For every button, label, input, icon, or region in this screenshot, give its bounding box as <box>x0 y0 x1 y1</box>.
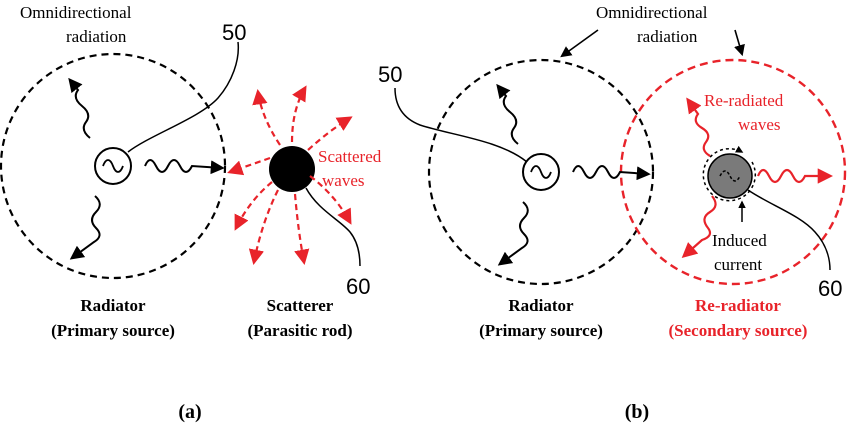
reradiator-title: Re-radiator <box>695 296 781 315</box>
wave-arrow-up <box>496 83 519 145</box>
induced-current-loop <box>702 145 757 202</box>
omni-label-line1: Omnidirectional <box>20 3 132 22</box>
ac-source-symbol <box>522 153 560 191</box>
ref-number-50: 50 <box>222 20 246 45</box>
panel-b: Omnidirectional radiation 50 Re-radiated… <box>378 3 847 423</box>
scatterer-title: Scatterer <box>267 296 334 315</box>
wave-arrow-right <box>572 165 651 181</box>
radiator-subtitle: (Primary source) <box>479 321 603 340</box>
radiator-subtitle: (Primary source) <box>51 321 175 340</box>
wave-arrow-down <box>69 195 101 260</box>
omni-label-line2: radiation <box>66 27 127 46</box>
leader-line-50 <box>127 41 240 153</box>
reradiator-rod <box>707 153 753 199</box>
scattered-label-line2: waves <box>322 171 364 190</box>
panel-a: Omnidirectional radiation 50 Scattered w… <box>0 3 382 423</box>
omni-label-line2: radiation <box>637 27 698 46</box>
scattered-label-line1: Scattered <box>318 147 382 166</box>
leader-line-60 <box>305 187 361 267</box>
scattered-wave-arrows <box>227 85 353 266</box>
ref-number-60: 60 <box>346 274 370 299</box>
induced-label-line1: Induced <box>712 231 767 250</box>
omni-label-line1: Omnidirectional <box>596 3 708 22</box>
scatterer-subtitle: (Parasitic rod) <box>248 321 353 340</box>
omni-pointer-right <box>734 29 745 57</box>
ac-source-symbol <box>94 147 132 185</box>
reradiated-wave-right <box>756 168 834 184</box>
radiator-title: Radiator <box>80 296 146 315</box>
leader-line-50 <box>394 87 528 163</box>
panel-b-caption: (b) <box>625 401 649 423</box>
panel-a-caption: (a) <box>178 401 201 423</box>
ref-number-50: 50 <box>378 62 402 87</box>
reradiator-subtitle: (Secondary source) <box>669 321 808 340</box>
reradiated-label-line2: waves <box>738 115 780 134</box>
reradiated-wave-down <box>681 195 717 259</box>
wave-arrow-down <box>497 201 529 266</box>
ref-number-60: 60 <box>818 276 842 301</box>
radiator-title: Radiator <box>508 296 574 315</box>
radiation-boundary-circle <box>0 52 227 280</box>
induced-label-line2: current <box>714 255 762 274</box>
omni-pointer-left <box>560 29 599 58</box>
reradiated-label-line1: Re-radiated <box>704 91 784 110</box>
wave-arrow-right <box>144 159 225 175</box>
leader-line-60 <box>747 189 831 271</box>
parasitic-rod <box>269 146 315 192</box>
wave-arrow-up <box>68 77 91 139</box>
reradiated-wave-up <box>686 97 711 157</box>
radiation-boundary-circle <box>427 58 655 286</box>
